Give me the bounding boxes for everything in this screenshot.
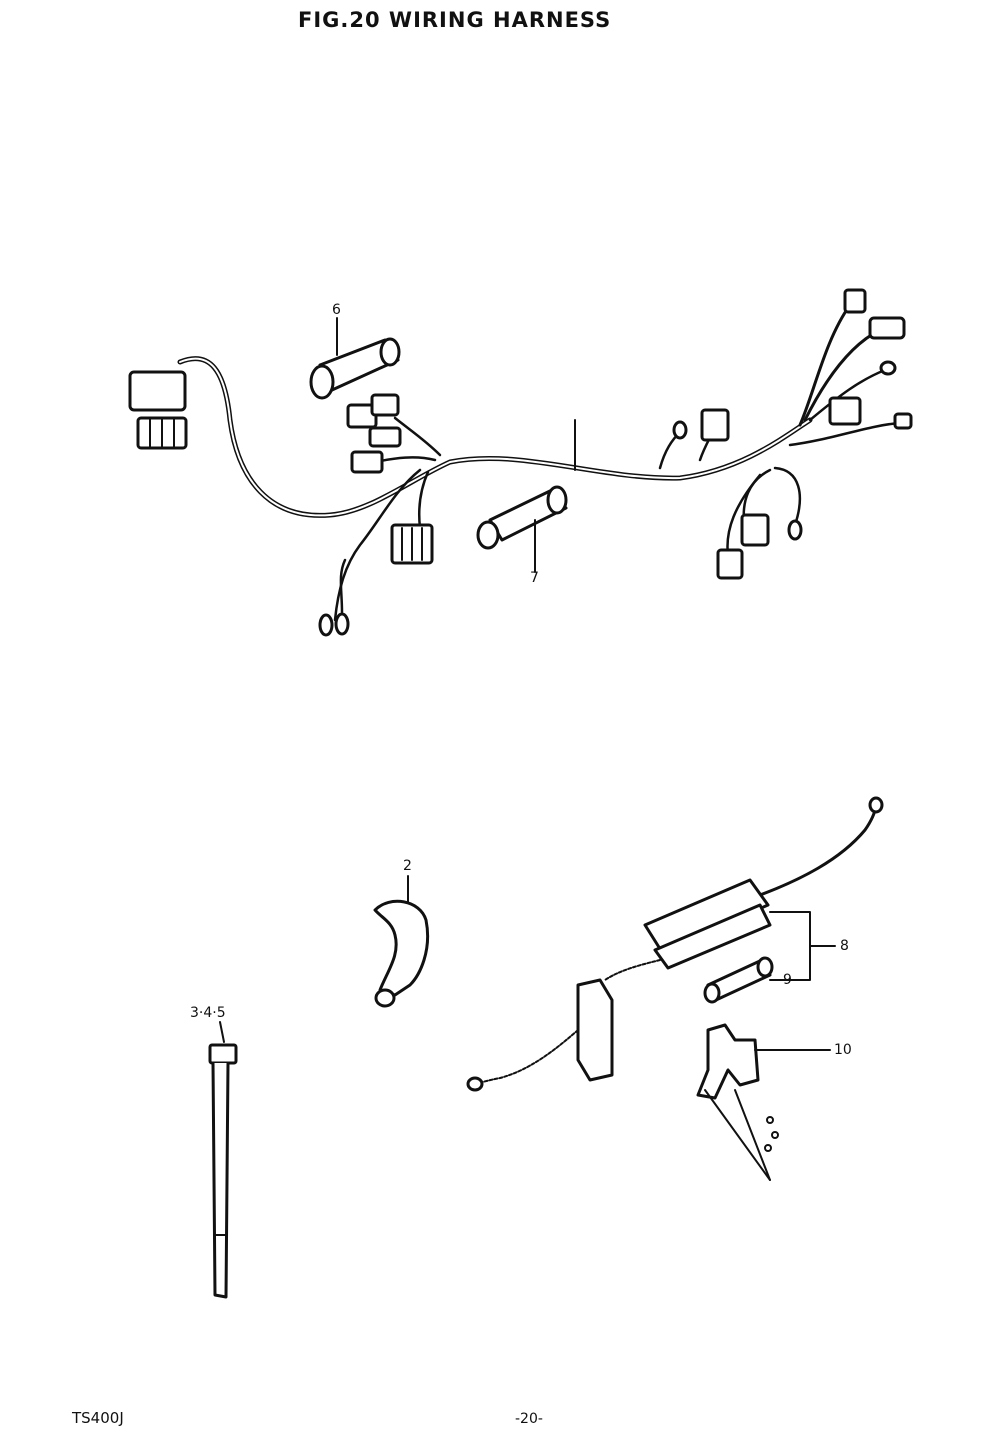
part-345-cable-tie <box>208 1021 238 1299</box>
part-7-connector <box>476 485 568 573</box>
part-8-fuse-holder <box>604 796 884 981</box>
wiring-harness-main <box>128 288 913 637</box>
page-number: -20- <box>515 1411 543 1427</box>
part-9-fuse <box>703 956 781 1004</box>
part-10-clip <box>696 1023 831 1181</box>
callout-7: 7 <box>530 570 539 586</box>
callout-345: 3·4·5 <box>190 1005 226 1021</box>
callout-9: 9 <box>783 972 792 988</box>
callout-10: 10 <box>834 1042 852 1058</box>
callout-8: 8 <box>840 938 849 954</box>
callout-2: 2 <box>403 858 412 874</box>
callout-6: 6 <box>332 302 341 318</box>
part-6-connector <box>309 317 401 400</box>
figure-title: FIG.20 WIRING HARNESS <box>298 8 612 32</box>
model-code: TS400J <box>72 1409 124 1427</box>
part-2-clamp <box>373 875 430 1008</box>
fuse-plate <box>466 978 614 1092</box>
